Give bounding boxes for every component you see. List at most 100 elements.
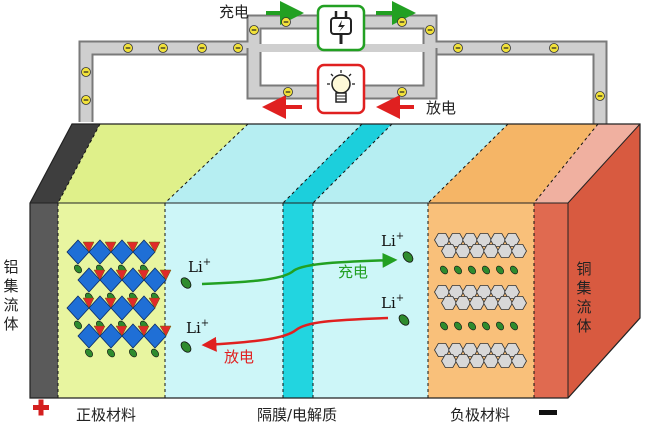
separator-membrane — [283, 203, 313, 398]
graphite-hexagon — [497, 244, 513, 258]
cathode-octahedron — [66, 295, 90, 321]
electron-icon — [549, 43, 559, 53]
cathode-lithium — [129, 348, 137, 358]
graphite-hexagon — [511, 296, 527, 310]
right-collector-label: 铜集流体 — [576, 260, 592, 335]
anode-lithium — [510, 265, 518, 275]
graphite-hexagon — [455, 244, 471, 258]
cathode-octahedron — [143, 267, 167, 293]
anode-lithium — [468, 321, 476, 331]
cathode-triangle — [115, 269, 128, 281]
top-face-copper — [534, 124, 640, 203]
cathode-octahedron — [88, 239, 112, 265]
cathode-octahedron — [88, 295, 112, 321]
graphite-hexagon — [441, 296, 457, 310]
electron-icon — [81, 95, 91, 105]
anode-lithium — [454, 265, 462, 275]
graphite-hexagon — [511, 244, 527, 258]
cathode-lithium — [74, 264, 82, 274]
anode-lithium — [510, 321, 518, 331]
cathode-octahedron — [99, 323, 123, 349]
discharge-path-label: 放电 — [224, 348, 254, 366]
cathode-octahedron — [132, 295, 156, 321]
top-face-anode — [428, 124, 598, 203]
electron-icon — [233, 43, 243, 53]
cathode-triangle — [148, 241, 161, 253]
graphite-hexagon — [483, 296, 499, 310]
separator-label: 隔膜/电解质 — [257, 406, 338, 424]
cathode-triangle — [104, 241, 117, 253]
cathode-octahedron — [121, 267, 145, 293]
cathode-triangle — [137, 269, 150, 281]
graphite-hexagon — [455, 296, 471, 310]
anode-lithium — [440, 321, 448, 331]
negative-terminal-icon — [539, 410, 557, 415]
electron-icon — [283, 87, 293, 97]
cathode-triangle — [93, 325, 106, 337]
cathode-octahedron — [110, 239, 134, 265]
cathode-lithium — [151, 348, 159, 358]
electrolyte-right — [313, 203, 428, 398]
electron-icon — [281, 17, 291, 27]
electron-icon — [595, 91, 605, 101]
cathode-octahedron — [132, 239, 156, 265]
anode-lithium — [496, 321, 504, 331]
cathode-crystal-structure — [66, 239, 172, 358]
left-collector-label: 铝集流体 — [3, 258, 19, 333]
cathode-triangle — [82, 241, 95, 253]
cathode-octahedron — [143, 323, 167, 349]
top-face-electrolyte-left — [165, 124, 362, 203]
cathode-label: 正极材料 — [76, 406, 137, 424]
cathode-octahedron — [121, 323, 145, 349]
electron-icon — [123, 43, 133, 53]
electrolyte-left — [165, 203, 283, 398]
aluminum-collector — [30, 203, 58, 398]
cathode-triangle — [159, 325, 172, 337]
electron-icon — [249, 25, 259, 35]
graphite-hexagon — [497, 354, 513, 368]
electron-icon — [197, 43, 207, 53]
cathode-octahedron — [77, 267, 101, 293]
anode-lithium — [482, 321, 490, 331]
electron-icon — [501, 43, 511, 53]
li-label: Li+ — [381, 293, 404, 312]
electron-icon — [158, 43, 168, 53]
graphite-hexagon — [441, 354, 457, 368]
graphite-hexagon — [441, 244, 457, 258]
cathode-lithium — [74, 320, 82, 330]
cathode-lithium — [107, 348, 115, 358]
anode-graphite-layers — [434, 233, 527, 368]
graphite-hexagon — [497, 296, 513, 310]
anode-label: 负极材料 — [450, 406, 511, 424]
li-ion-labels: Li+ Li+ Li+ Li+ — [186, 231, 404, 337]
charge-label-top: 充电 — [219, 3, 250, 21]
graphite-hexagon — [483, 244, 499, 258]
cathode-triangle — [137, 325, 150, 337]
lightbulb-icon — [316, 63, 366, 115]
positive-terminal-icon — [33, 399, 49, 416]
graphite-hexagon — [469, 244, 485, 258]
graphite-hexagon — [469, 354, 485, 368]
top-face-cathode — [58, 124, 248, 203]
copper-collector — [534, 203, 568, 398]
electron-icon — [81, 67, 91, 77]
lithium-ion-particles — [180, 251, 414, 353]
graphite-hexagon — [511, 354, 527, 368]
electron-icon — [453, 43, 463, 53]
cathode-triangle — [93, 269, 106, 281]
electron-icon — [425, 25, 435, 35]
anode-lithium — [468, 265, 476, 275]
charge-path-label: 充电 — [338, 263, 368, 281]
top-face-aluminum — [30, 124, 100, 203]
graphite-hexagon — [469, 296, 485, 310]
cathode-triangle — [82, 297, 95, 309]
li-label: Li+ — [381, 231, 404, 250]
anode-lithium — [482, 265, 490, 275]
cathode-triangle — [126, 241, 139, 253]
electron-icon — [397, 17, 407, 27]
charge-ion-path — [201, 252, 398, 286]
top-face-electrolyte-right — [313, 124, 508, 203]
cathode-triangle — [148, 297, 161, 309]
graphite-hexagon — [455, 354, 471, 368]
